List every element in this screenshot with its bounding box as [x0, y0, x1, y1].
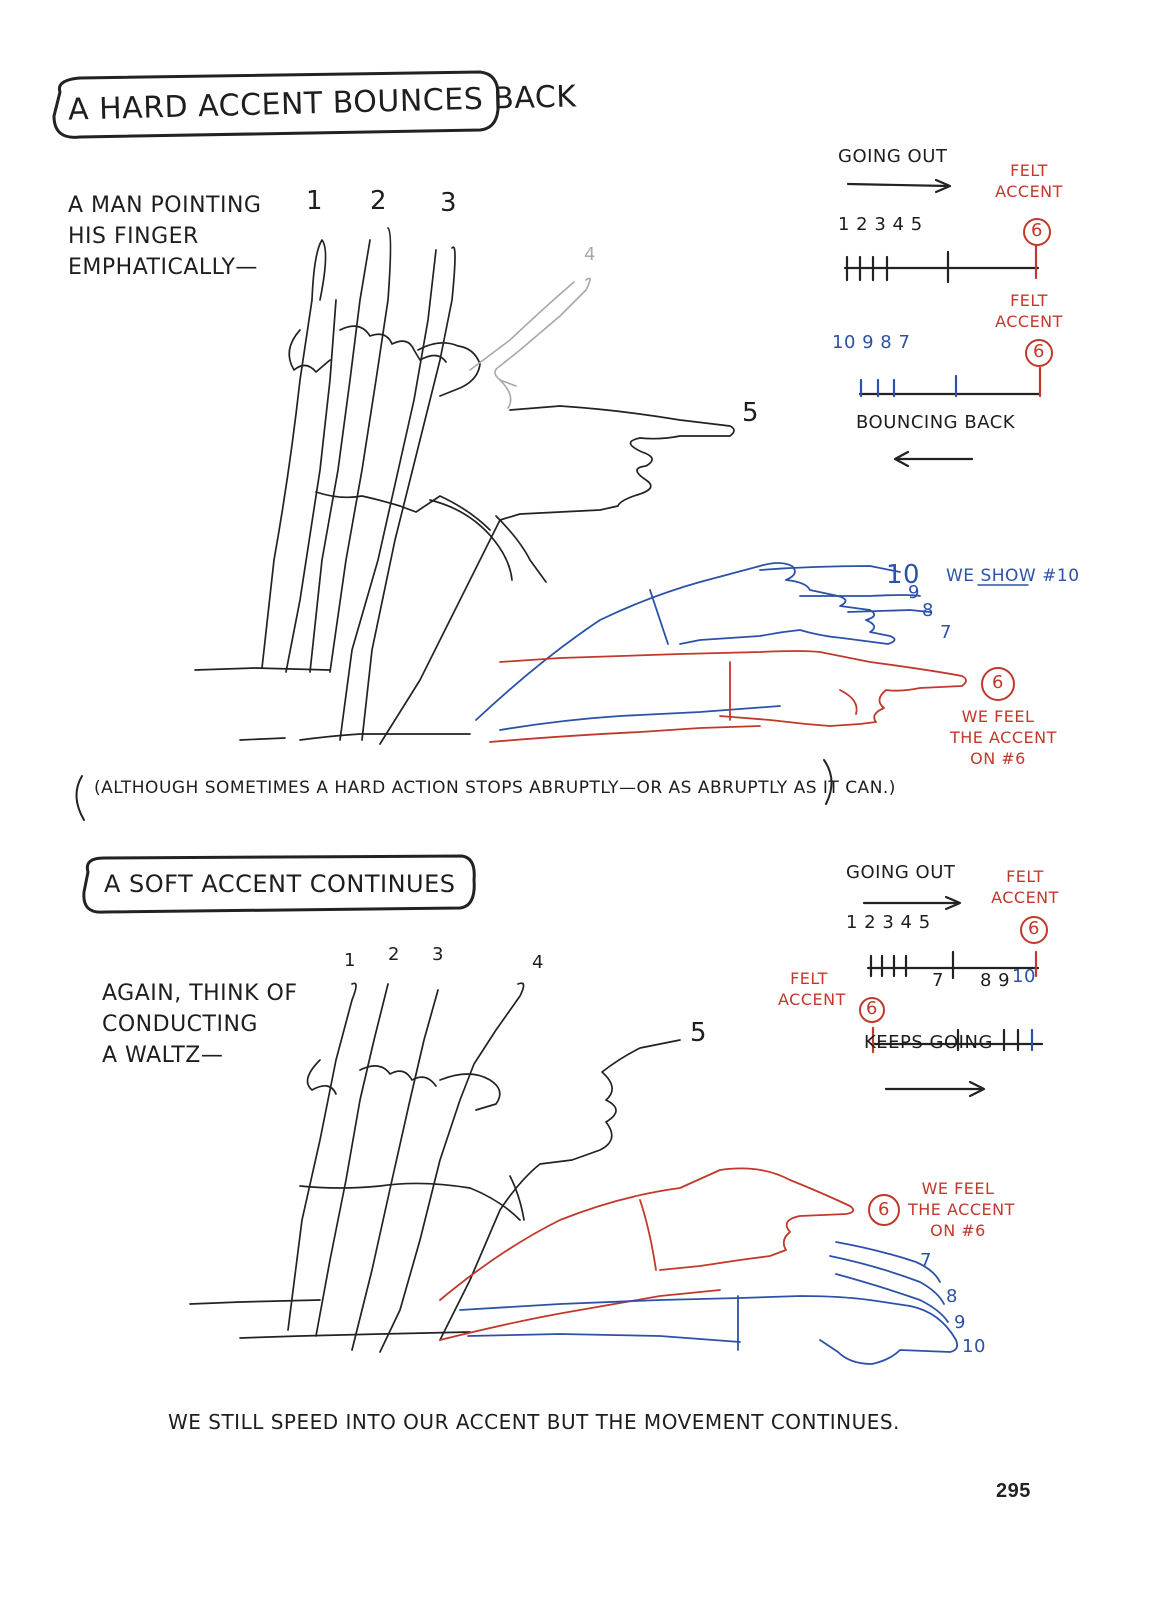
we-feel-line: WE FEEL: [921, 1179, 995, 1198]
soft-description: AGAIN, THINK OF CONDUCTING A WALTZ—: [102, 978, 298, 1071]
felt-accent-line: ACCENT: [995, 182, 1063, 201]
hard-blue-number: 8: [922, 600, 934, 621]
hard-hand-drawing-grey: [469, 277, 591, 409]
felt-accent-line: ACCENT: [778, 990, 846, 1009]
soft-left-accent-number: 6: [866, 998, 878, 1019]
we-show-label: WE SHOW #10: [946, 566, 1080, 586]
felt-accent-line: FELT: [790, 969, 828, 988]
hard-we-feel-note: WE FEEL THE ACCENT ON #6: [950, 706, 1057, 769]
soft-frame-number: 1: [344, 950, 356, 971]
soft-section-title: A SOFT ACCENT CONTINUES: [104, 870, 456, 898]
hard-frame-number: 1: [306, 186, 324, 216]
soft-frame-number: 3: [432, 944, 444, 965]
bouncing-back-label: BOUNCING BACK: [856, 412, 1016, 433]
soft-blue-number: 9: [954, 1312, 966, 1333]
soft-we-feel-note: WE FEEL THE ACCENT ON #6: [908, 1178, 1015, 1241]
page-number: 295: [996, 1480, 1031, 1502]
felt-accent-line: ACCENT: [995, 312, 1063, 331]
hard-description-line: HIS FINGER: [68, 224, 199, 249]
keeps-going-label: KEEPS GOING: [864, 1032, 993, 1053]
hard-frame-number: 4: [584, 244, 596, 265]
soft-description-line: CONDUCTING: [102, 1012, 258, 1037]
hard-hand-drawing-black: [194, 227, 735, 745]
soft-felt-accent-label: FELT ACCENT: [990, 866, 1060, 908]
hard-hand-drawing-blue: [475, 562, 931, 731]
soft-bottom-number-10: 10: [1012, 966, 1036, 987]
soft-top-frame-numbers: 1 2 3 4 5: [846, 912, 931, 933]
note-left-paren: [75, 775, 85, 821]
hard-description-line: EMPHATICALLY—: [68, 255, 258, 280]
hard-bottom-frame-numbers: 10 9 8 7: [832, 332, 911, 353]
hard-blue-number: 9: [908, 582, 920, 603]
note-right-paren: [823, 759, 833, 805]
soft-blue-number: 7: [920, 1250, 932, 1271]
soft-hand-drawing-red: [439, 1167, 855, 1341]
we-feel-line: ON #6: [970, 749, 1026, 768]
soft-frame-number: 5: [690, 1018, 708, 1048]
hard-frame-number: 5: [742, 398, 760, 428]
we-show-suffix: #10: [1042, 566, 1080, 586]
soft-hand-drawing-black: [189, 982, 681, 1353]
soft-frame-number: 2: [388, 944, 400, 965]
we-feel-line: ON #6: [930, 1221, 986, 1240]
soft-bottom-number-8-9: 8 9: [980, 970, 1011, 991]
we-feel-line: THE ACCENT: [950, 728, 1057, 747]
hard-top-frame-numbers: 1 2 3 4 5: [838, 214, 923, 235]
hard-red-accent-number: 6: [992, 672, 1004, 693]
hard-blue-number: 7: [940, 622, 952, 643]
hard-frame-number: 3: [440, 188, 458, 218]
hard-description: A MAN POINTING HIS FINGER EMPHATICALLY—: [68, 190, 261, 283]
soft-red-accent-circle: [868, 1194, 900, 1226]
hard-felt-accent-label-2: FELT ACCENT: [992, 290, 1066, 332]
soft-felt-accent-left-label: FELT ACCENT: [778, 968, 846, 1010]
soft-hand-drawing-blue: [459, 1241, 959, 1365]
hard-felt-accent-label: FELT ACCENT: [992, 160, 1066, 202]
soft-left-accent-circle: [859, 997, 885, 1023]
soft-bottom-number-7: 7: [932, 970, 944, 991]
felt-accent-line: FELT: [1006, 867, 1044, 886]
hard-top-accent-circle: [1023, 218, 1051, 246]
hard-title-frame: [52, 70, 500, 139]
hard-going-out-label: GOING OUT: [838, 146, 948, 167]
soft-red-accent-number: 6: [878, 1199, 890, 1220]
we-show-prefix: WE: [946, 566, 981, 586]
soft-going-out-label: GOING OUT: [846, 862, 956, 883]
hard-bottom-accent-number: 6: [1033, 341, 1045, 362]
hard-bottom-accent-circle: [1025, 339, 1053, 367]
hard-timing-diagram: [843, 178, 1042, 468]
soft-blue-number: 10: [962, 1336, 986, 1357]
we-feel-line: THE ACCENT: [908, 1200, 1015, 1219]
we-show-word: SHOW: [980, 566, 1037, 586]
felt-accent-line: FELT: [1010, 291, 1048, 310]
soft-description-line: AGAIN, THINK OF: [102, 981, 298, 1006]
we-feel-line: WE FEEL: [961, 707, 1035, 726]
soft-top-accent-circle: [1020, 916, 1048, 944]
felt-accent-line: FELT: [1010, 161, 1048, 180]
soft-caption: WE STILL SPEED INTO OUR ACCENT BUT THE M…: [168, 1410, 900, 1434]
felt-accent-line: ACCENT: [991, 888, 1059, 907]
soft-frame-number: 4: [532, 952, 544, 973]
soft-title-frame: [82, 854, 476, 914]
hard-description-line: A MAN POINTING: [68, 193, 262, 218]
soft-timing-diagram: [862, 895, 1044, 1098]
hard-blue-number: 10: [886, 560, 921, 590]
hard-action-note: (ALTHOUGH SOMETIMES A HARD ACTION STOPS …: [94, 778, 896, 798]
hard-red-accent-circle: [981, 667, 1015, 701]
hard-top-accent-number: 6: [1031, 220, 1043, 241]
soft-blue-number: 8: [946, 1286, 958, 1307]
hard-hand-drawing-red: [489, 650, 967, 743]
hard-frame-number: 2: [370, 186, 388, 216]
soft-top-accent-number: 6: [1028, 918, 1040, 939]
soft-description-line: A WALTZ—: [102, 1043, 224, 1068]
